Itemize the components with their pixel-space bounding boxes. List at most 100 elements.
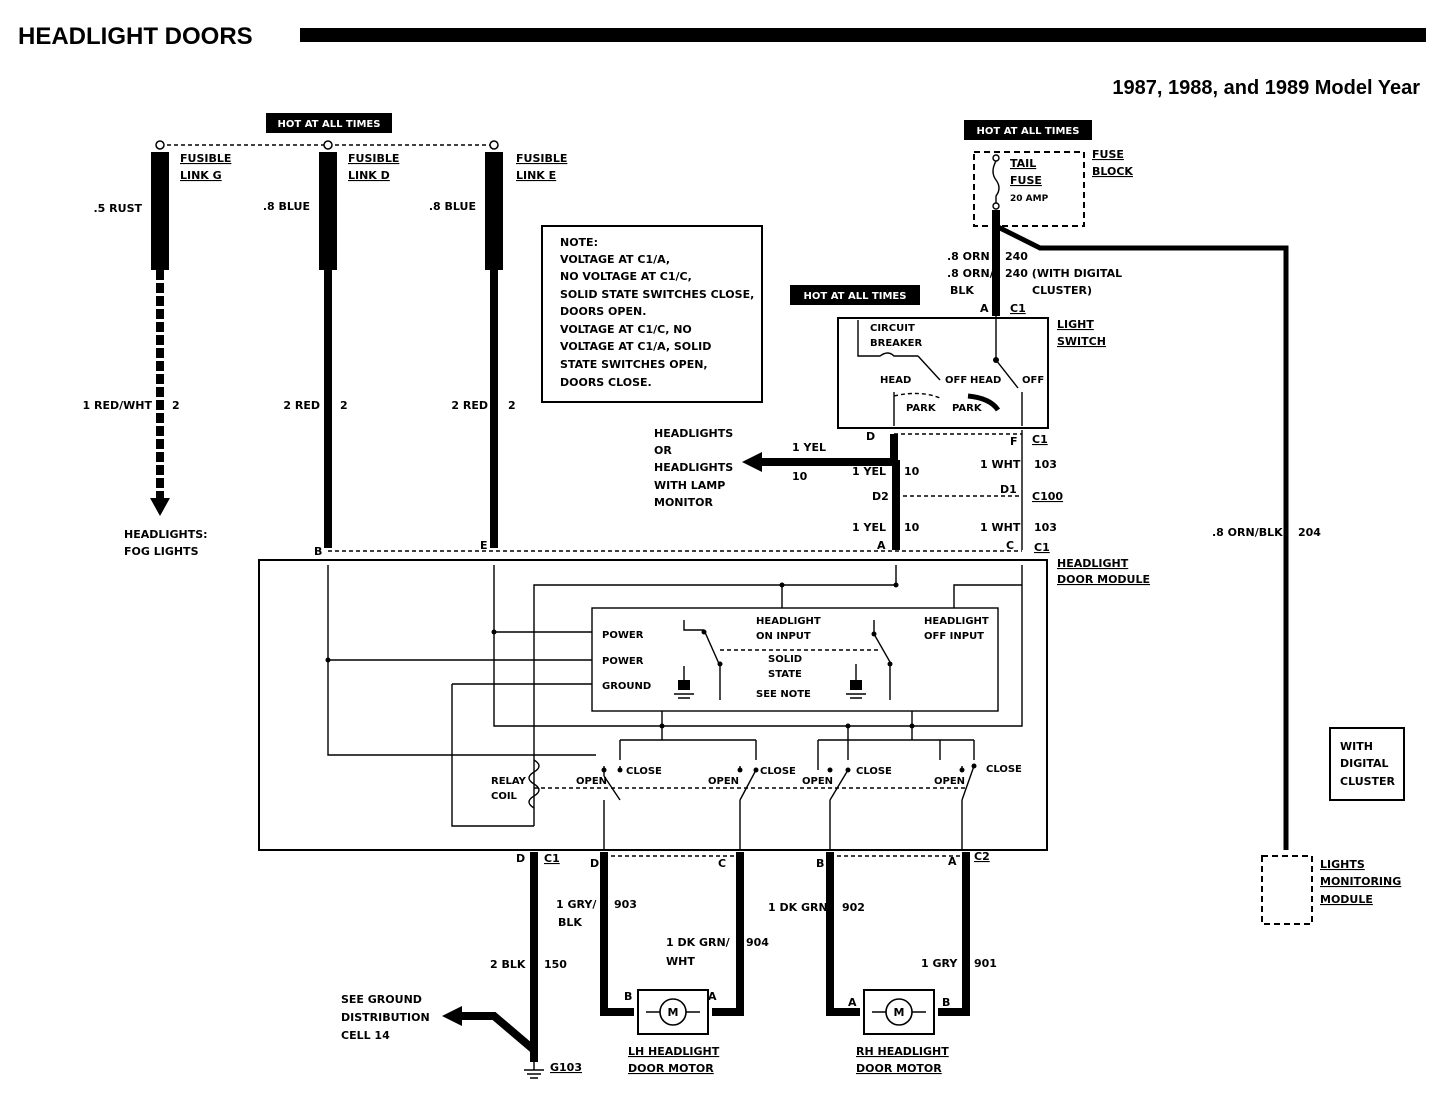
wire-240-digital-circuit: 240 (WITH DIGITAL — [1005, 267, 1122, 280]
svg-text:NO VOLTAGE AT C1/C,: NO VOLTAGE AT C1/C, — [560, 270, 692, 283]
rh-headlight-door-motor: A B M RH HEADLIGHT DOOR MOTOR — [848, 989, 950, 1075]
headlights-out-1: HEADLIGHTS — [654, 427, 733, 440]
svg-text:OFF: OFF — [1022, 375, 1044, 386]
headlights-wire-circuit: 10 — [792, 470, 808, 483]
svg-text:LIGHT: LIGHT — [1057, 318, 1094, 331]
wire-902 — [826, 852, 860, 1016]
svg-text:B: B — [942, 996, 950, 1009]
wire-wht-label-1: 1 WHT — [980, 458, 1021, 471]
svg-text:DIGITAL: DIGITAL — [1340, 757, 1389, 770]
hot-label-left: HOT AT ALL TIMES — [266, 113, 392, 133]
wire-yel-label-2: 1 YEL — [852, 521, 886, 534]
svg-text:CLOSE: CLOSE — [986, 764, 1022, 775]
ground-id: G103 — [550, 1061, 582, 1074]
svg-text:2: 2 — [508, 399, 516, 412]
conn-d1: D1 — [1000, 483, 1017, 496]
headlights-out-2: OR — [654, 444, 672, 457]
svg-text:LINK E: LINK E — [516, 169, 556, 182]
svg-text:2 RED: 2 RED — [283, 399, 320, 412]
svg-text:FUSE: FUSE — [1010, 174, 1042, 187]
svg-text:COIL: COIL — [491, 791, 518, 802]
svg-text:.8 BLUE: .8 BLUE — [429, 200, 476, 213]
svg-text:HOT AT ALL TIMES: HOT AT ALL TIMES — [278, 119, 381, 130]
wire-903 — [600, 852, 634, 1016]
wire-blk-label: 2 BLK — [490, 958, 526, 971]
svg-text:C1: C1 — [1010, 302, 1026, 315]
wire-204 — [994, 223, 1289, 850]
wire-240-circuit: 240 — [1005, 250, 1028, 263]
svg-text:WITH: WITH — [1340, 740, 1373, 753]
svg-text:DOORS CLOSE.: DOORS CLOSE. — [560, 376, 652, 389]
wire-wht-label-2: 1 WHT — [980, 521, 1021, 534]
conn-b-c2: B — [816, 857, 824, 870]
svg-text:DOORS OPEN.: DOORS OPEN. — [560, 305, 646, 318]
svg-text:CLUSTER: CLUSTER — [1340, 775, 1396, 788]
fusible-link-d: FUSIBLE LINK D .8 BLUE 2 RED 2 — [263, 140, 399, 548]
ground-text-1: SEE GROUND — [341, 993, 422, 1006]
svg-text:2: 2 — [340, 399, 348, 412]
conn-c1-top: C1 — [1034, 541, 1050, 554]
headlights-fog-label-2: FOG LIGHTS — [124, 545, 199, 558]
svg-text:B: B — [624, 990, 632, 1003]
wire-240-label: .8 ORN — [947, 250, 990, 263]
ground-g103-icon — [524, 1062, 544, 1079]
svg-text:POWER: POWER — [602, 656, 644, 667]
svg-text:M: M — [668, 1006, 679, 1019]
conn-d-c2: D — [590, 857, 599, 870]
conn-d2: D2 — [872, 490, 889, 503]
svg-text:FUSIBLE: FUSIBLE — [516, 152, 567, 165]
headlights-arrow — [742, 452, 762, 472]
svg-text:VOLTAGE AT C1/C, NO: VOLTAGE AT C1/C, NO — [560, 323, 692, 336]
conn-d-bottom: D — [516, 852, 525, 865]
conn-c2: C2 — [974, 850, 990, 863]
conn-c-c2: C — [718, 857, 726, 870]
svg-text:OFF INPUT: OFF INPUT — [924, 631, 984, 642]
svg-text:PARK: PARK — [906, 403, 937, 414]
svg-text:20 AMP: 20 AMP — [1010, 194, 1049, 204]
svg-text:LIGHTS: LIGHTS — [1320, 858, 1365, 871]
svg-text:OPEN: OPEN — [576, 776, 607, 787]
svg-text:TAIL: TAIL — [1010, 157, 1036, 170]
conn-c100: C100 — [1032, 490, 1063, 503]
hot-label-right: HOT AT ALL TIMES — [964, 120, 1092, 140]
svg-text:LINK G: LINK G — [180, 169, 222, 182]
conn-c1-bottom: C1 — [544, 852, 560, 865]
ground-arrow — [442, 1006, 462, 1026]
svg-text:OFF: OFF — [945, 375, 967, 386]
svg-text:ON INPUT: ON INPUT — [756, 631, 811, 642]
wire-904-label-2: WHT — [666, 955, 695, 968]
svg-text:LINK D: LINK D — [348, 169, 390, 182]
lh-headlight-door-motor: B A M LH HEADLIGHT DOOR MOTOR — [624, 989, 720, 1075]
conn-e-top: E — [480, 539, 488, 552]
wire-901-circuit: 901 — [974, 957, 997, 970]
svg-text:SEE NOTE: SEE NOTE — [756, 689, 811, 700]
svg-text:DOOR MODULE: DOOR MODULE — [1057, 573, 1150, 586]
conn-c1-upper: C1 — [1032, 433, 1048, 446]
light-switch: A C1 CIRCUIT BREAKER HEAD OFF HEAD OFF P… — [837, 302, 1106, 429]
conn-a-top: A — [877, 539, 886, 552]
svg-text:STATE SWITCHES OPEN,: STATE SWITCHES OPEN, — [560, 358, 708, 371]
wire-903-circuit: 903 — [614, 898, 637, 911]
headlights-out-4: WITH LAMP — [654, 479, 725, 492]
wire-901-label: 1 GRY — [921, 957, 958, 970]
svg-text:A: A — [980, 302, 989, 315]
conn-d-label: D — [866, 430, 875, 443]
svg-text:GROUND: GROUND — [602, 681, 651, 692]
svg-text:CLOSE: CLOSE — [856, 766, 892, 777]
fusible-link-e: FUSIBLE LINK E .8 BLUE 2 RED 2 — [429, 140, 567, 548]
wire-240-digital-circuit-2: CLUSTER) — [1032, 284, 1092, 297]
svg-text:.8 BLUE: .8 BLUE — [263, 200, 310, 213]
page-subtitle: 1987, 1988, and 1989 Model Year — [1112, 77, 1420, 99]
svg-text:2: 2 — [172, 399, 180, 412]
with-digital-cluster-box: WITH DIGITAL CLUSTER — [1329, 727, 1405, 801]
wire-yel-label-1: 1 YEL — [852, 465, 886, 478]
svg-text:FUSIBLE: FUSIBLE — [180, 152, 231, 165]
conn-c-top: C — [1006, 539, 1014, 552]
svg-text:VOLTAGE AT C1/A, SOLID: VOLTAGE AT C1/A, SOLID — [560, 340, 711, 353]
svg-text:HEAD: HEAD — [970, 375, 1001, 386]
svg-text:CLOSE: CLOSE — [626, 766, 662, 777]
svg-text:STATE: STATE — [768, 669, 802, 680]
wire-wht-circ-2: 103 — [1034, 521, 1057, 534]
svg-text:SOLID: SOLID — [768, 654, 802, 665]
